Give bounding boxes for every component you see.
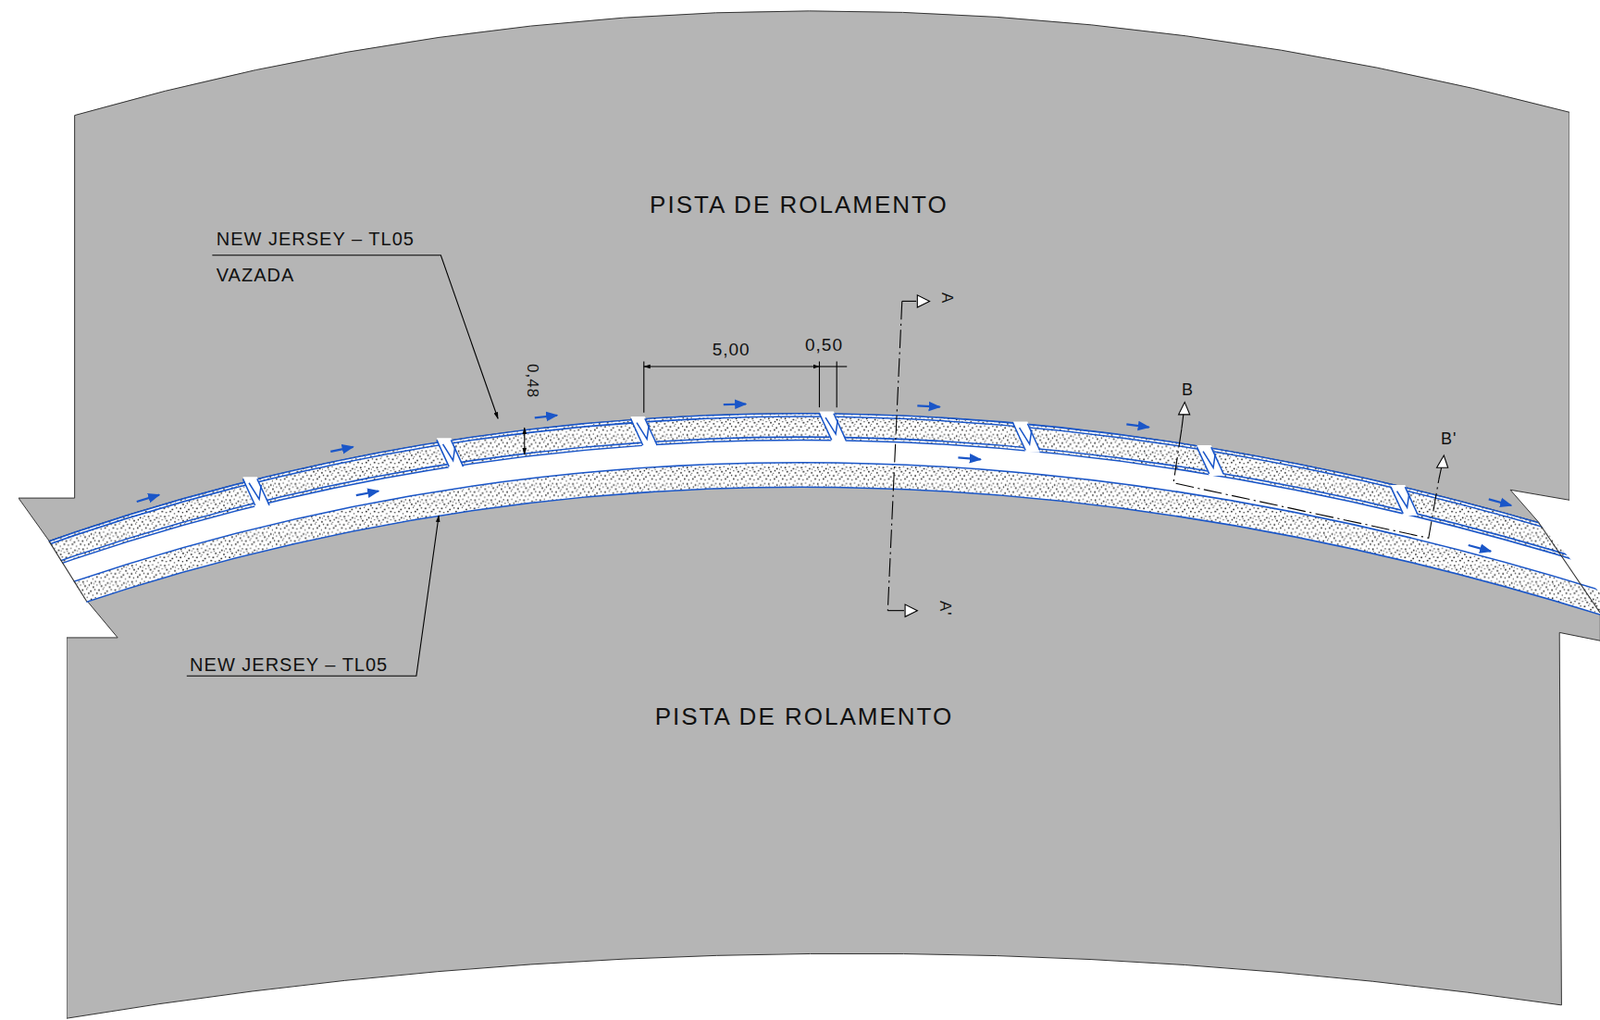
drawing-label: B' [1440, 430, 1457, 447]
drawing-label: B [1181, 381, 1194, 398]
drawing-label: NEW JERSEY – TL05 [216, 229, 415, 249]
drawing-label: 0,50 [805, 335, 844, 354]
roadway-region: PISTA DE ROLAMENTO [66, 479, 1600, 1019]
region-label: PISTA DE ROLAMENTO [655, 704, 955, 729]
drawing-label: VAZADA [216, 265, 296, 285]
region-shape [66, 479, 1600, 1019]
drawing-label: A' [937, 600, 954, 617]
drawing-label: NEW JERSEY – TL05 [189, 655, 388, 674]
drawing-label: 5,00 [712, 340, 751, 359]
drawing-label: 0,48 [524, 363, 541, 398]
drawing-label: A [939, 292, 956, 304]
region-label: PISTA DE ROLAMENTO [649, 192, 949, 217]
